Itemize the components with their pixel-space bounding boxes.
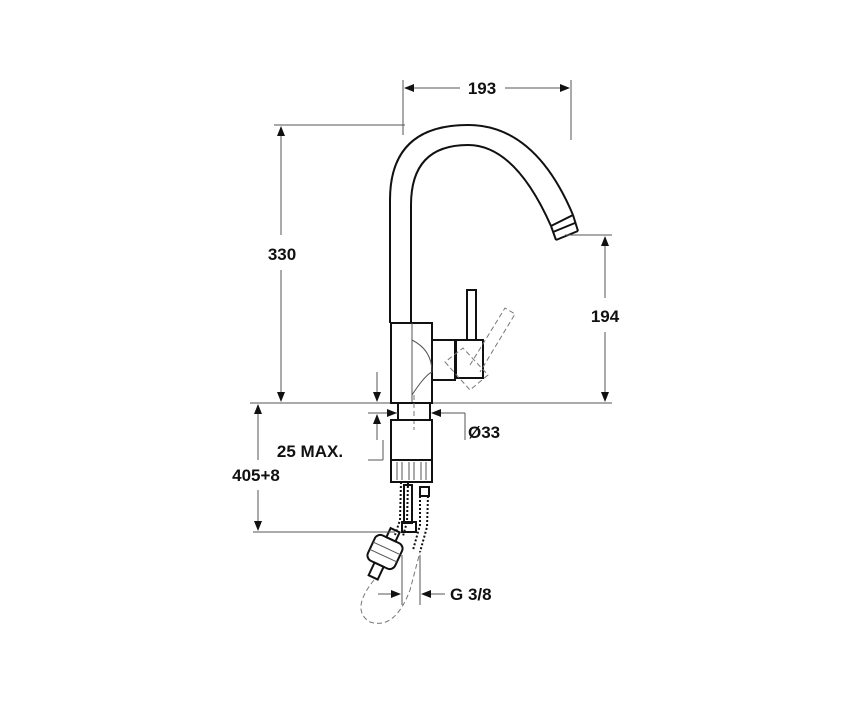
- dimension-label-25-max: 25 MAX.: [277, 442, 343, 461]
- spout: [389, 123, 579, 323]
- flexible-hoses: [360, 481, 430, 624]
- dimension-spout-reach: 193: [402, 79, 572, 140]
- dimension-label-diameter-33: Ø33: [468, 423, 500, 442]
- dimension-label-405-8: 405+8: [232, 466, 280, 485]
- dimension-max-thickness: 25 MAX.: [277, 372, 398, 461]
- dimension-label-194: 194: [591, 307, 620, 326]
- dimension-label-330: 330: [268, 245, 296, 264]
- dimension-hole-diameter: Ø33: [378, 409, 500, 442]
- dimension-label-193: 193: [468, 79, 496, 98]
- dimension-connection-thread: G 3/8: [378, 555, 492, 605]
- mounting-shank: [390, 395, 433, 483]
- dimension-total-height: 330: [268, 124, 405, 402]
- dimension-label-g-3-8: G 3/8: [450, 585, 492, 604]
- dimension-spout-height: 194: [565, 234, 620, 402]
- faucet-body: [390, 289, 516, 404]
- dimension-shank-length: 405+8: [232, 404, 395, 533]
